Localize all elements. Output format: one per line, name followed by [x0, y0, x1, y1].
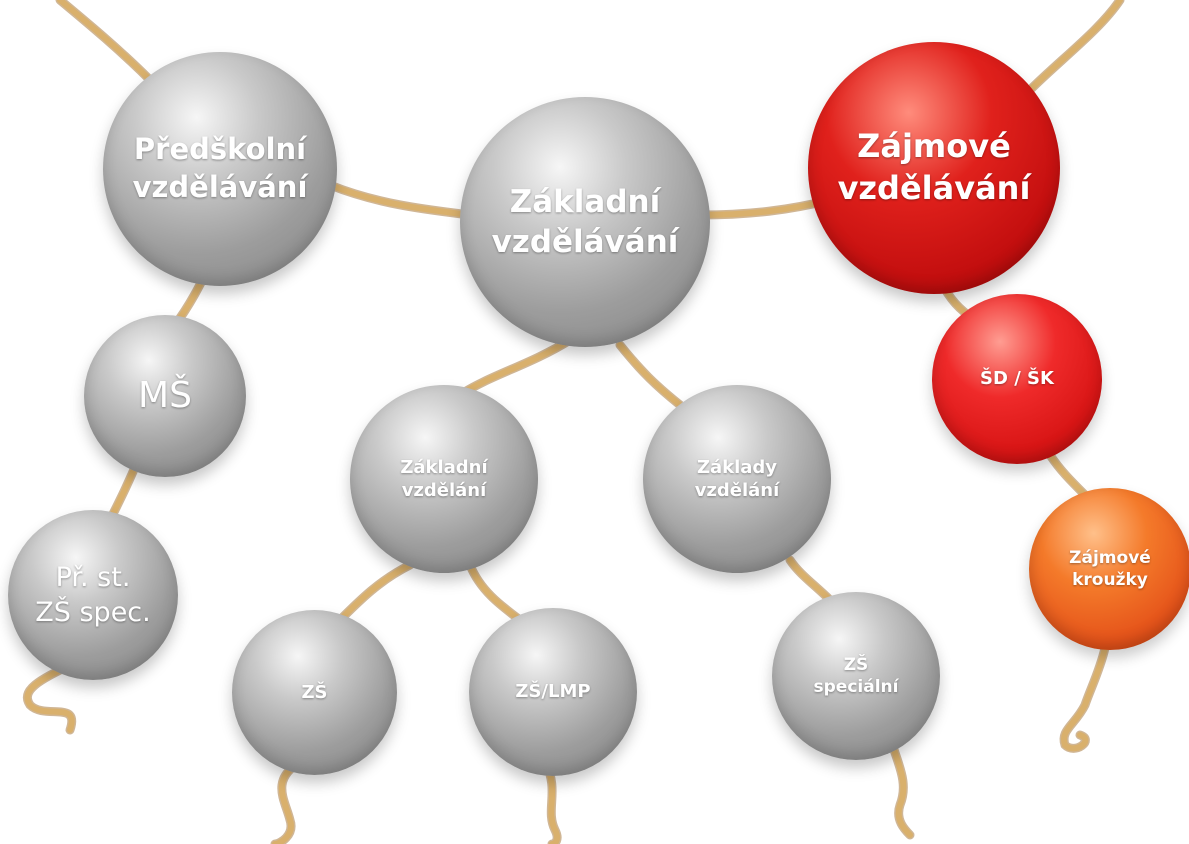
node-label-line2: ZŠ spec.	[35, 597, 151, 628]
node-label-line1: ZŠ	[843, 654, 869, 675]
node-zakladni-vzdelavani: Základní vzdělávání	[460, 97, 710, 347]
node-ms: MŠ	[84, 315, 246, 477]
node-label-line1: ZŠ/LMP	[515, 681, 591, 703]
node-label-line2: vzdělání	[694, 480, 780, 501]
node-label-line1: Základy	[696, 456, 778, 478]
node-pr-st-zs-spec: Př. st. ZŠ spec.	[8, 510, 178, 680]
node-label-line1: MŠ	[138, 374, 192, 416]
node-label-line2: speciální	[813, 677, 899, 697]
node-zaklady-vzdelani: Základy vzdělání	[643, 385, 831, 573]
node-label-line1: ŠD / ŠK	[980, 368, 1054, 390]
node-predskolni-vzdelavani: Předškolní vzdělávání	[103, 52, 337, 286]
node-label-line1: Základní	[509, 183, 661, 220]
node-label-line1: Zájmové	[1069, 547, 1151, 568]
node-label-line2: vzdělání	[401, 480, 487, 501]
node-label-line2: vzdělávání	[837, 169, 1031, 207]
node-label-line1: Základní	[400, 456, 488, 478]
node-zs-specialni: ZŠ speciální	[772, 592, 940, 760]
node-zs-lmp: ZŠ/LMP	[469, 608, 637, 776]
node-label-line2: vzdělávání	[491, 224, 679, 260]
node-zs: ZŠ	[232, 610, 397, 775]
node-label-line1: ZŠ	[301, 681, 328, 703]
node-label-line1: Zájmové	[857, 127, 1011, 166]
node-zakladni-vzdelani: Základní vzdělání	[350, 385, 538, 573]
node-label-line1: Př. st.	[55, 561, 131, 593]
node-label-line2: kroužky	[1072, 570, 1148, 590]
node-label-line1: Předškolní	[133, 132, 307, 167]
node-sd-sk: ŠD / ŠK	[932, 294, 1102, 464]
node-zajmove-vzdelavani: Zájmové vzdělávání	[808, 42, 1060, 294]
node-label-line2: vzdělávání	[132, 170, 308, 204]
node-zajmove-krouzky: Zájmové kroužky	[1029, 488, 1189, 650]
